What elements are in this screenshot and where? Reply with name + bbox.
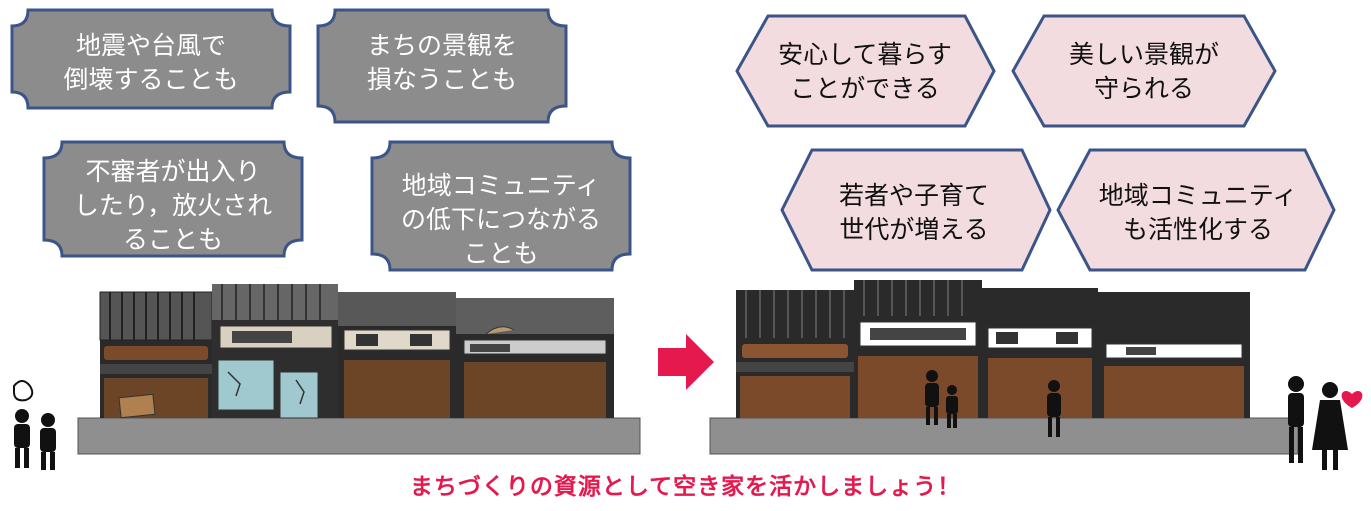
before-bubble-community-line1: 地域コミュニティ — [402, 171, 601, 200]
before-bubble-collapse: 地震や台風で 倒壊することも — [10, 8, 292, 110]
before-streetscape — [13, 284, 641, 470]
slogan-text: まちづくりの資源として空き家を活かしましょう！ — [409, 474, 962, 500]
after-road — [709, 417, 1299, 455]
before-bubble-collapse-line1: 地震や台風で — [76, 31, 226, 60]
before-bubble-intruder-line1: 不審者が出入り — [85, 157, 260, 186]
after-bubble-safety-line1: 安心して暮らす — [778, 40, 952, 69]
before-bubble-community-line3: ことも — [463, 239, 538, 268]
after-bubble-community: 地域コミュニティ も活性化する — [1056, 148, 1336, 272]
before-bubble-scenery: まちの景観を 損なうことも — [316, 8, 568, 124]
after-bubble-community-line2: も活性化する — [1123, 215, 1273, 244]
before-road — [77, 417, 641, 455]
before-bubble-collapse-line2: 倒壊することも — [63, 65, 238, 94]
before-bubble-community: 地域コミュニティ の低下につながる ことも — [370, 140, 632, 272]
after-bubble-safety: 安心して暮らす ことができる — [735, 14, 996, 128]
after-bubble-youth-line2: 世代が増える — [839, 215, 988, 244]
couple-figure — [1288, 376, 1348, 470]
after-bubble-youth-line1: 若者や子育て — [839, 181, 989, 210]
before-bubble-intruder-line2: したり，放火され — [74, 191, 272, 220]
after-bubble-scenery: 美しい景観が 守られる — [1011, 14, 1277, 128]
heart-icon — [1341, 391, 1363, 408]
after-streetscape — [709, 280, 1363, 470]
before-bubble-intruder-line3: ることも — [123, 225, 223, 254]
after-bubble-safety-line2: ことができる — [790, 74, 940, 103]
before-bubble-intruder: 不審者が出入り したり，放火され ることも — [42, 140, 304, 258]
before-bubble-community-line2: の低下につながる — [401, 205, 601, 234]
after-bubble-scenery-line1: 美しい景観が — [1069, 40, 1219, 69]
after-bubble-youth: 若者や子育て 世代が増える — [780, 148, 1052, 272]
transition-arrow-icon — [658, 334, 714, 390]
after-bubble-community-line1: 地域コミュニティ — [1099, 181, 1298, 210]
confused-people-figure — [13, 380, 56, 470]
before-bubble-scenery-line2: 損なうことも — [367, 65, 517, 94]
after-bubble-scenery-line2: 守られる — [1094, 74, 1194, 103]
family-figure — [925, 370, 1061, 437]
before-bubble-scenery-line1: まちの景観を — [367, 31, 517, 60]
